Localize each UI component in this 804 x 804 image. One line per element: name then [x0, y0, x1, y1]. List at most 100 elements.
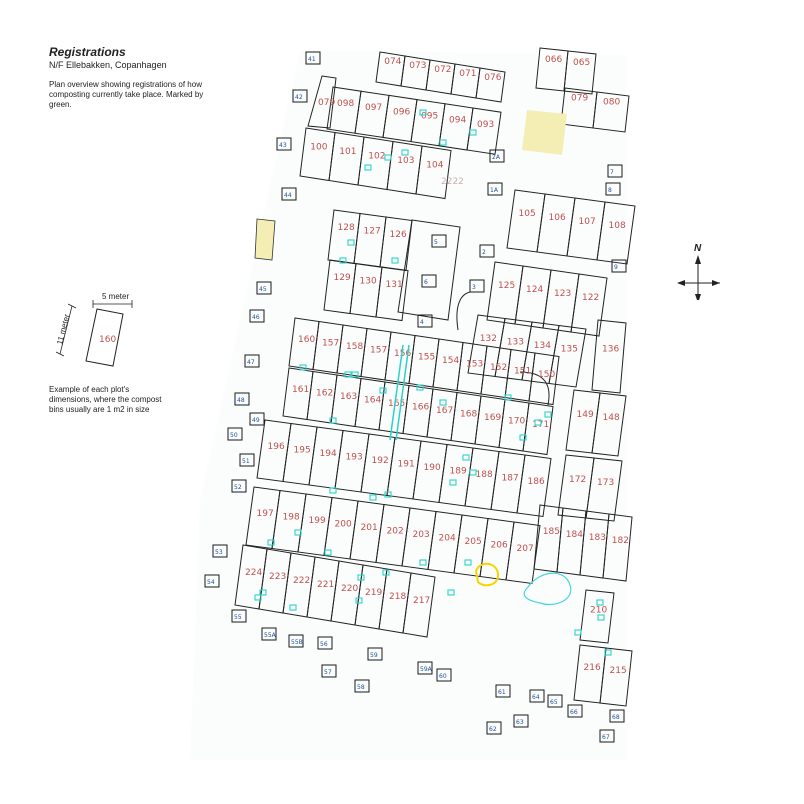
plot-number: 222 — [293, 576, 310, 586]
plot-number: 136 — [602, 345, 619, 355]
service-box — [421, 274, 437, 288]
service-box-label: 58 — [357, 684, 365, 691]
service-box — [292, 89, 308, 103]
service-box — [431, 234, 447, 248]
compost-bin-marker — [469, 469, 477, 476]
plot-number: 166 — [412, 403, 429, 413]
map-title: Registrations — [49, 45, 126, 59]
plot-number: 221 — [317, 580, 334, 590]
service-box — [486, 721, 502, 735]
service-box-label: 55 — [234, 614, 242, 621]
service-box — [417, 661, 433, 675]
service-box — [469, 279, 485, 293]
service-box — [317, 636, 333, 650]
plot-number: 172 — [569, 475, 586, 485]
plot-number: 148 — [603, 413, 620, 423]
upper-right-2-plot — [592, 91, 630, 133]
compost-bin-marker — [324, 549, 332, 556]
row-160-plot — [528, 352, 560, 406]
service-box-label: 44 — [284, 192, 292, 199]
compost-bin-marker — [329, 487, 337, 494]
plot-number: 127 — [364, 227, 381, 237]
plot-number: 079 — [571, 94, 588, 104]
service-box-label: 68 — [612, 714, 620, 721]
plot-number: 219 — [365, 588, 382, 598]
compost-bin-marker — [401, 149, 409, 156]
compost-bin-marker — [384, 491, 392, 498]
row-196-plot — [516, 454, 552, 518]
plot-number: 128 — [338, 223, 355, 233]
service-box-label: 59A — [420, 666, 433, 673]
compost-bin-marker — [357, 574, 365, 581]
upper-right-plot — [563, 50, 597, 95]
compost-bin-marker — [344, 371, 352, 378]
plot-number: 158 — [346, 342, 363, 352]
compost-bin-marker — [534, 419, 542, 426]
plot-number: 133 — [507, 338, 524, 348]
service-box-label: 66 — [570, 709, 578, 716]
plot-number: 160 — [298, 335, 315, 345]
service-box — [487, 182, 503, 196]
plot-number: 173 — [597, 478, 614, 488]
service-box-label: 6 — [424, 279, 428, 286]
service-box — [354, 679, 370, 693]
plot-number: 196 — [268, 442, 285, 452]
plot-number: 220 — [341, 584, 358, 594]
row-132-plot — [548, 324, 587, 388]
plot-number: 165 — [388, 399, 405, 409]
right-a-plot — [591, 319, 627, 394]
service-box-label: 47 — [247, 359, 255, 366]
plot-number: 122 — [582, 293, 599, 303]
block-a-top-plot — [475, 67, 506, 103]
plot-number: 154 — [442, 356, 459, 366]
service-box — [244, 354, 260, 368]
plot-number: 167 — [436, 406, 453, 416]
compost-bin-marker — [596, 599, 604, 606]
compost-bin-marker — [447, 589, 455, 596]
plot-number: 163 — [340, 392, 357, 402]
plot-number: 079 — [318, 98, 335, 108]
map-description: Plan overview showing registrations of h… — [49, 80, 204, 109]
plot-number: 193 — [346, 453, 363, 463]
service-box — [607, 164, 623, 178]
compost-strip — [389, 344, 404, 441]
plot-number: 162 — [316, 389, 333, 399]
shaded-area-top — [522, 110, 567, 155]
compost-bin-marker — [369, 494, 377, 501]
compost-bin-marker — [419, 559, 427, 566]
compost-bin-marker — [597, 614, 605, 621]
road-curve — [519, 371, 550, 406]
misc-handwriting: 2222 — [441, 177, 464, 187]
compost-bin-marker — [439, 139, 447, 146]
service-box — [417, 314, 433, 328]
block-a-r1-plot — [466, 107, 502, 155]
plot-number: 199 — [309, 516, 326, 526]
plot-number: 205 — [465, 537, 482, 547]
compost-bin-marker — [289, 604, 297, 611]
compost-bin-marker — [391, 257, 399, 264]
plot-number: 106 — [549, 213, 566, 223]
service-box-label: 7 — [610, 169, 614, 176]
plot-number: 157 — [370, 346, 387, 356]
plot-number: 190 — [424, 463, 441, 473]
plot-number: 080 — [603, 98, 620, 108]
plot-number: 215 — [610, 666, 627, 676]
right-e-plot — [579, 589, 615, 644]
plot-number: 108 — [609, 221, 626, 231]
row-125-plot — [570, 273, 608, 337]
plot-number: 189 — [450, 467, 467, 477]
shaded-area-left — [254, 218, 276, 261]
service-box-label: 5 — [434, 239, 438, 246]
service-box-label: 46 — [252, 314, 260, 321]
compost-markers — [254, 109, 612, 656]
plot-number: 206 — [491, 541, 508, 551]
plot-number: 130 — [360, 277, 377, 287]
service-box — [281, 187, 297, 201]
service-box-label: 3 — [472, 284, 476, 291]
service-box — [529, 689, 545, 703]
service-box — [436, 668, 452, 682]
service-box-label: 61 — [498, 689, 506, 696]
